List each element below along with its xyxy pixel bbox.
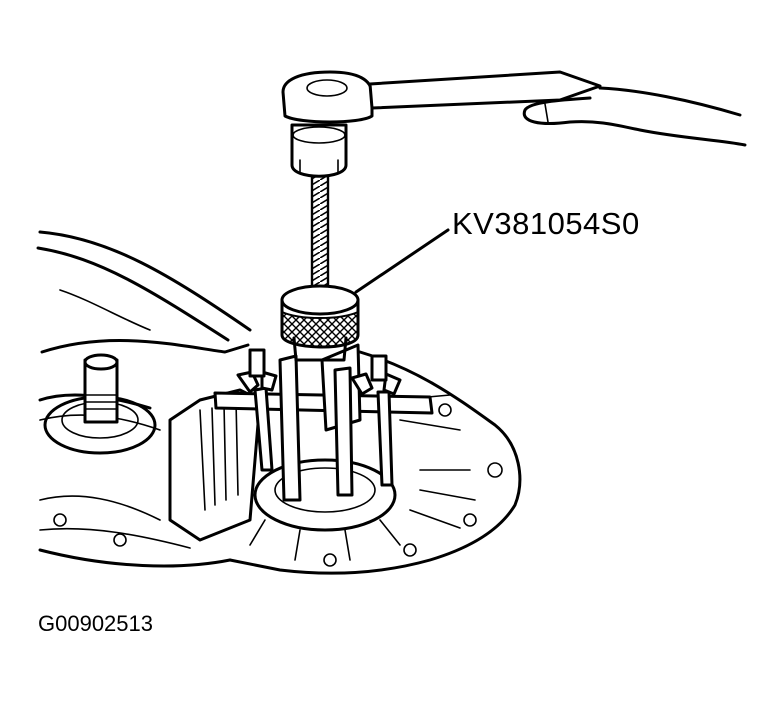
wing-nut-right (350, 354, 402, 396)
figure-id-label: G00902513 (38, 611, 153, 636)
forcing-screw (280, 163, 360, 362)
wing-nut-left (236, 348, 278, 394)
hand (522, 86, 747, 147)
transmission-case (36, 230, 522, 575)
tool-callout-label: KV381054S0 (452, 206, 640, 241)
puller-bridge (213, 343, 434, 502)
callout-leader (354, 228, 450, 294)
socket (290, 123, 348, 178)
input-shaft (43, 353, 157, 455)
gear-housing (168, 388, 401, 561)
ratchet-wrench (281, 70, 602, 124)
